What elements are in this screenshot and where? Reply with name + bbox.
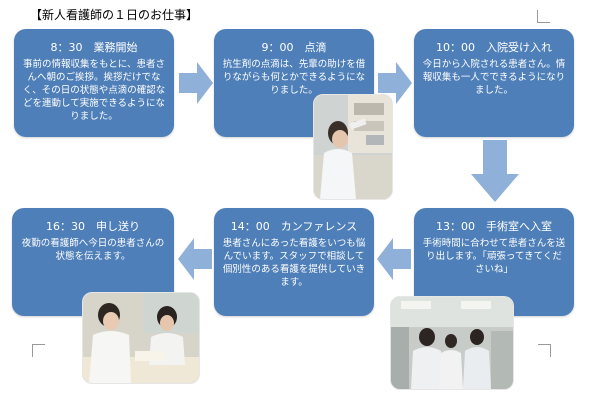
corner-mark-top-right bbox=[537, 10, 550, 23]
page-title: 【新人看護師の１日のお仕事】 bbox=[30, 8, 199, 22]
step-description: 手術時間に合わせて患者さんを送り出します。「頑張ってきてくださいね」 bbox=[422, 238, 566, 275]
step-time-label: 8：30 業務開始 bbox=[50, 41, 138, 54]
operating-room-photo bbox=[390, 296, 514, 390]
step-box-1: 8：30 業務開始 事前の情報収集をもとに、患者さんへ朝のご挨拶。挨拶だけでなく… bbox=[14, 29, 174, 137]
corner-mark-bottom-left bbox=[32, 344, 45, 357]
step-time-label: 14：00 カンファレンス bbox=[230, 220, 358, 233]
step-time-label: 16：30 申し送り bbox=[46, 220, 140, 233]
step-time-label: 10：00 入院受け入れ bbox=[436, 41, 552, 54]
step-box-3: 10：00 入院受け入れ 今日から入院される患者さん。情報収集も一人でできるよう… bbox=[414, 29, 574, 137]
right-arrow-icon bbox=[179, 62, 213, 104]
down-arrow-icon bbox=[471, 140, 519, 202]
step-description: 患者さんにあった看護をいつも悩んでいます。スタッフで相談して個別性のある看護を提… bbox=[222, 238, 366, 288]
handover-photo bbox=[82, 292, 200, 384]
step-time-label: 13：00 手術室へ入室 bbox=[436, 220, 552, 233]
corner-mark-bottom-right bbox=[538, 344, 551, 357]
step-time-label: 9：00 点滴 bbox=[261, 41, 327, 54]
left-arrow-icon bbox=[178, 238, 212, 280]
step-description: 事前の情報収集をもとに、患者さんへ朝のご挨拶。挨拶だけでなく、その日の状態や点滴… bbox=[22, 59, 166, 122]
step-description: 抗生剤の点滴は、先輩の助けを借りながらも何とかできるようになりました。 bbox=[222, 59, 366, 96]
right-arrow-icon bbox=[378, 62, 412, 104]
nurse-iv-photo bbox=[313, 94, 393, 200]
step-description: 今日から入院される患者さん。情報収集も一人でできるようになりました。 bbox=[422, 59, 566, 96]
left-arrow-icon bbox=[377, 238, 411, 280]
step-description: 夜勤の看護師へ今日の患者さんの状態を伝えます。 bbox=[21, 238, 165, 262]
step-box-2: 9：00 点滴 抗生剤の点滴は、先輩の助けを借りながらも何とかできるようになりま… bbox=[214, 29, 374, 137]
step-box-5: 14：00 カンファレンス 患者さんにあった看護をいつも悩んでいます。スタッフで… bbox=[214, 208, 374, 316]
